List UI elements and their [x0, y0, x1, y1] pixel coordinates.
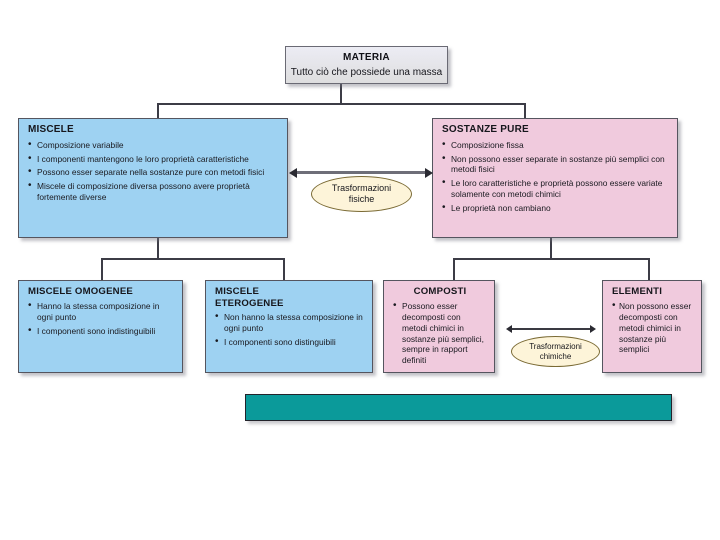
elementi-title: ELEMENTI	[612, 286, 663, 297]
list-item: Le proprietà non cambiano	[442, 202, 670, 215]
ellipse-fisiche-line1: Trasformazioni	[331, 183, 392, 194]
list-item: Possono esser decomposti con metodi chim…	[393, 300, 487, 366]
miscele-eterogenee-title-line2: ETEROGENEE	[215, 297, 284, 309]
materia-subtitle: Tutto ciò che possiede una massa	[290, 66, 443, 78]
miscele-omogenee-list: Hanno la stessa composizione in ogni pun…	[28, 300, 175, 338]
connector-miscele-horizontal	[101, 258, 284, 260]
miscele-eterogenee-title-line1: MISCELE	[215, 286, 260, 297]
connector-to-miscele	[157, 103, 159, 119]
arrow-fisiche-head-left	[289, 168, 297, 178]
composti-title: COMPOSTI	[413, 286, 467, 297]
elementi-list: Non possono esser decomposti con metodi …	[612, 300, 694, 355]
arrow-chimiche-line	[512, 328, 590, 330]
connector-sostanze-stem	[550, 238, 552, 259]
list-item: Possono esser separate nella sostanze pu…	[28, 166, 280, 179]
arrow-chimiche-head-right	[590, 325, 596, 333]
connector-miscele-stem	[157, 238, 159, 259]
connector-root-horizontal	[157, 103, 526, 105]
list-item: Composizione fissa	[442, 139, 670, 152]
ellipse-chimiche-line2: chimiche	[539, 351, 572, 361]
miscele-eterogenee-list: Non hanno la stessa composizione in ogni…	[215, 311, 365, 349]
connector-to-composti	[453, 258, 455, 281]
node-materia[interactable]: MATERIA Tutto ciò che possiede una massa	[285, 46, 448, 84]
node-sostanze-pure[interactable]: SOSTANZE PURE Composizione fissa Non pos…	[432, 118, 678, 238]
connector-to-elementi	[648, 258, 650, 281]
list-item: Hanno la stessa composizione in ogni pun…	[28, 300, 175, 323]
list-item: Miscele di composizione diversa possono …	[28, 180, 280, 203]
list-item: I componenti sono indistinguibili	[28, 325, 175, 338]
materia-title: MATERIA	[343, 52, 390, 63]
ellipse-fisiche-line2: fisiche	[348, 194, 375, 204]
connector-root-stem	[340, 84, 342, 104]
connector-sostanze-horizontal	[453, 258, 649, 260]
miscele-list: Composizione variabile I componenti mant…	[28, 139, 280, 203]
list-item: I componenti sono distinguibili	[215, 336, 365, 349]
list-item: Composizione variabile	[28, 139, 280, 152]
miscele-eterogenee-title: MISCELE ETEROGENEE	[215, 286, 365, 309]
connector-to-sostanze-pure	[524, 103, 526, 119]
sostanze-pure-list: Composizione fissa Non possono esser sep…	[442, 139, 670, 215]
arrow-fisiche-line	[296, 171, 425, 174]
sostanze-pure-title: SOSTANZE PURE	[442, 124, 529, 135]
list-item: Non hanno la stessa composizione in ogni…	[215, 311, 365, 334]
list-item: Non possono esser separate in sostanze p…	[442, 153, 670, 176]
list-item: I componenti mantengono le loro propriet…	[28, 153, 280, 166]
connector-to-omogenee	[101, 258, 103, 281]
arrow-chimiche-head-left	[506, 325, 512, 333]
list-item: Le loro caratteristiche e proprietà poss…	[442, 177, 670, 200]
node-elementi[interactable]: ELEMENTI Non possono esser decomposti co…	[602, 280, 702, 373]
list-item: Non possono esser decomposti con metodi …	[612, 300, 694, 355]
composti-list: Possono esser decomposti con metodi chim…	[393, 300, 487, 366]
ellipse-chimiche-line1: Trasformazioni	[529, 342, 582, 352]
node-miscele-eterogenee[interactable]: MISCELE ETEROGENEE Non hanno la stessa c…	[205, 280, 373, 373]
ellipse-trasformazioni-fisiche[interactable]: Trasformazioni fisiche	[311, 176, 412, 212]
ellipse-trasformazioni-chimiche[interactable]: Trasformazioni chimiche	[511, 336, 600, 367]
node-composti[interactable]: COMPOSTI Possono esser decomposti con me…	[383, 280, 495, 373]
arrow-fisiche-head-right	[425, 168, 433, 178]
connector-to-eterogenee	[283, 258, 285, 281]
miscele-title: MISCELE	[28, 124, 74, 135]
footer-teal-bar[interactable]	[245, 394, 672, 421]
miscele-omogenee-title: MISCELE OMOGENEE	[28, 286, 134, 297]
node-miscele-omogenee[interactable]: MISCELE OMOGENEE Hanno la stessa composi…	[18, 280, 183, 373]
node-miscele[interactable]: MISCELE Composizione variabile I compone…	[18, 118, 288, 238]
